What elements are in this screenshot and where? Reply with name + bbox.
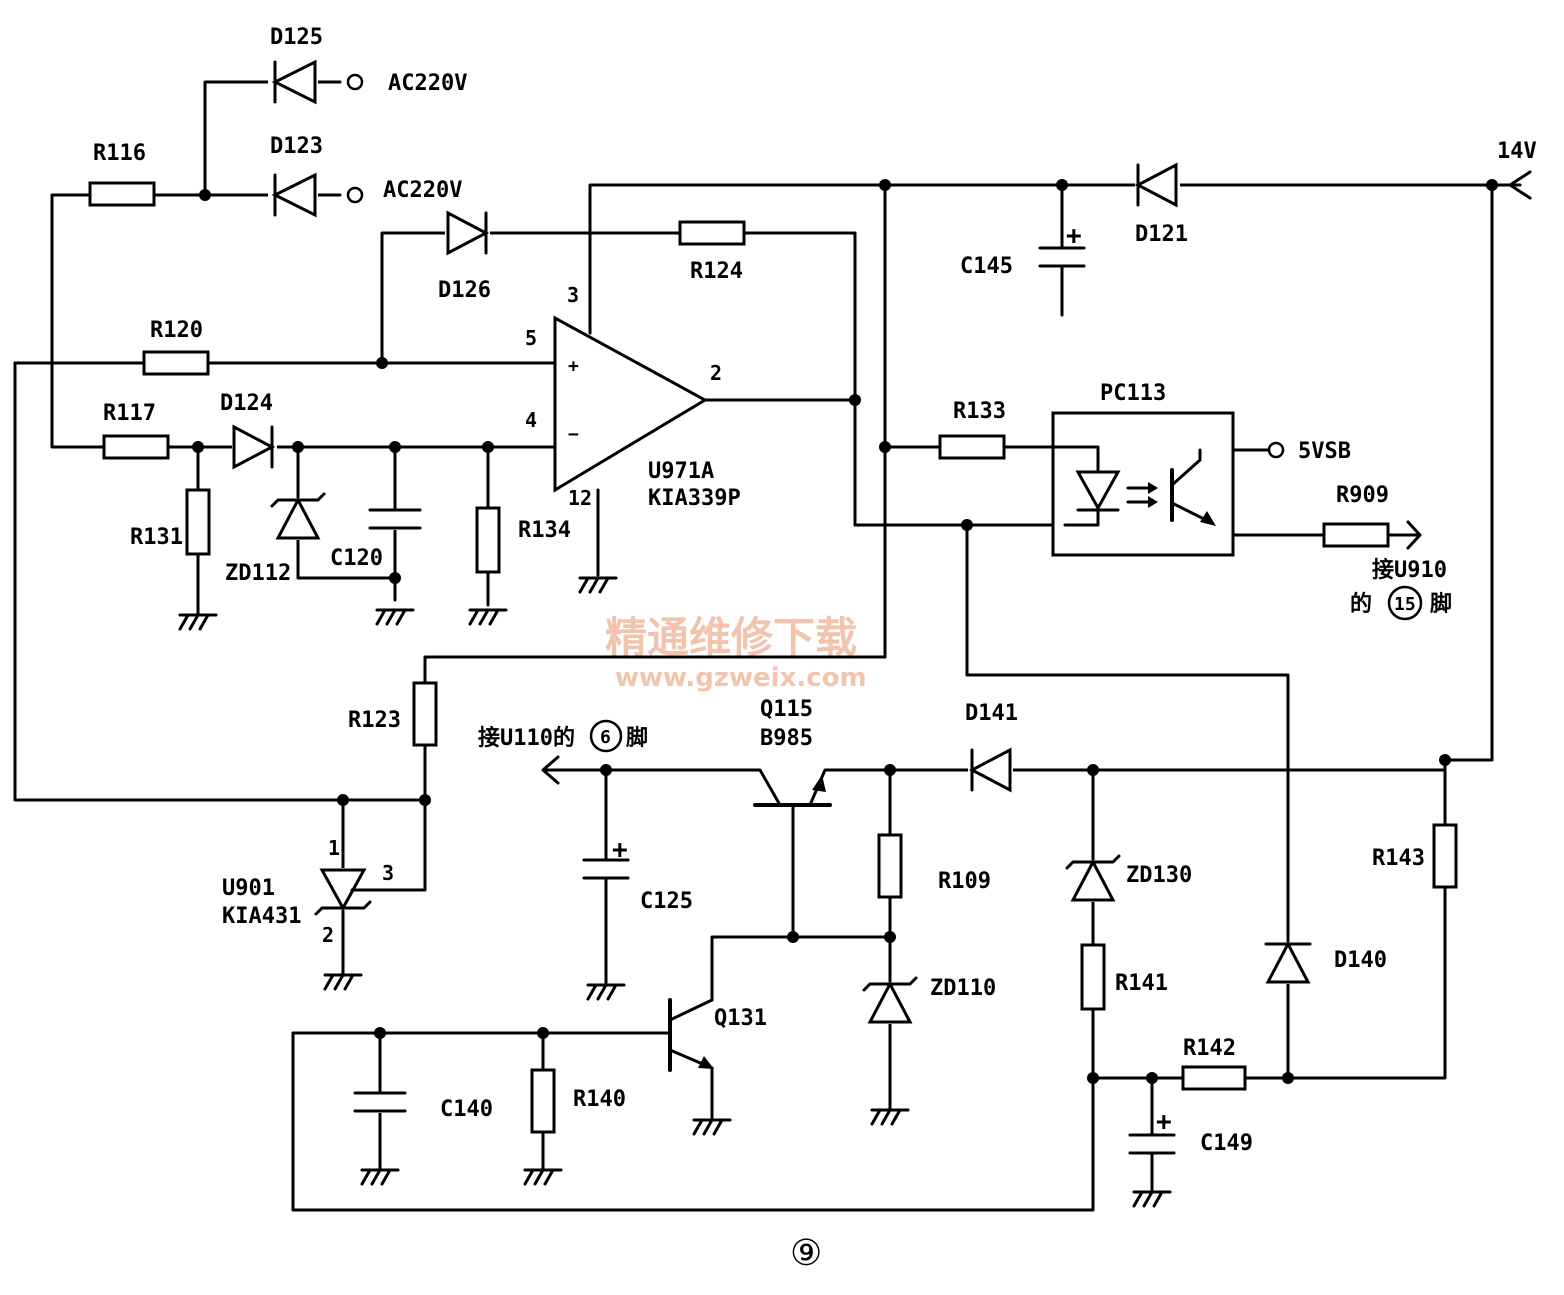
label-14v: 14V — [1497, 139, 1537, 164]
labels: D125 AC220V R116 D123 AC220V 14V D126 R1… — [93, 25, 1537, 1274]
label-c125: C125 — [640, 889, 693, 914]
diodes — [232, 59, 1312, 1024]
label-c120: C120 — [330, 546, 383, 571]
r143-resistor — [1432, 823, 1458, 889]
label-to-u110-pin: 6 — [600, 727, 611, 748]
label-r140: R140 — [573, 1087, 626, 1112]
label-ac220v-1: AC220V — [388, 71, 467, 96]
r134-resistor — [475, 506, 501, 574]
r133-resistor — [938, 434, 1006, 460]
vsb-terminal — [1267, 441, 1285, 459]
label-b985: B985 — [760, 726, 813, 751]
svg-text:+: + — [612, 835, 628, 865]
watermark-cn: 精通维修下载 — [605, 613, 857, 662]
label-c149: C149 — [1200, 1131, 1253, 1156]
svg-text:+: + — [1156, 1107, 1172, 1137]
u910-arrow — [1398, 520, 1422, 550]
pin-2: 2 — [710, 361, 722, 385]
label-d121: D121 — [1135, 222, 1188, 247]
label-r133: R133 — [953, 399, 1006, 424]
r109-resistor — [877, 833, 903, 899]
opamp-minus: − — [568, 424, 579, 445]
label-d141: D141 — [965, 701, 1018, 726]
label-zd130: ZD130 — [1126, 863, 1192, 888]
figure-number: ⑨ — [790, 1233, 822, 1274]
svg-text:+: + — [1066, 221, 1082, 251]
label-r116: R116 — [93, 141, 146, 166]
label-pc113: PC113 — [1100, 381, 1166, 406]
pin-12: 12 — [568, 486, 592, 510]
label-to-u110-end: 脚 — [626, 726, 648, 751]
r140-resistor — [530, 1068, 556, 1134]
label-c140: C140 — [440, 1097, 493, 1122]
transistor-q115 — [753, 775, 832, 807]
label-zd112: ZD112 — [225, 561, 291, 586]
label-u971a: U971A — [648, 459, 714, 484]
r123-resistor — [412, 681, 438, 747]
pin-5: 5 — [525, 326, 537, 350]
u901-pin-1: 1 — [328, 836, 340, 860]
r141-resistor — [1080, 943, 1106, 1011]
label-r143: R143 — [1372, 846, 1425, 871]
resistors — [88, 181, 1458, 1134]
label-q115: Q115 — [760, 697, 813, 722]
label-r142: R142 — [1183, 1036, 1236, 1061]
label-r909: R909 — [1336, 483, 1389, 508]
capacitors: + + + — [353, 221, 1176, 1155]
pin-6-circle — [589, 719, 623, 753]
wires — [13, 80, 1494, 1212]
junctions — [192, 179, 1498, 1084]
pin-3: 3 — [567, 283, 579, 307]
label-c145: C145 — [960, 254, 1013, 279]
r131-resistor — [185, 488, 211, 556]
label-r120: R120 — [150, 318, 203, 343]
optocoupler-pc113 — [1002, 411, 1235, 557]
label-5vsb: 5VSB — [1298, 439, 1351, 464]
label-d126: D126 — [438, 278, 491, 303]
label-to-u910: 接U910 — [1372, 558, 1447, 583]
label-r134: R134 — [518, 518, 571, 543]
pin-4: 4 — [525, 408, 537, 432]
watermark-url: www.gzweix.com — [615, 663, 867, 693]
u110-arrow — [541, 755, 560, 785]
r124-resistor — [678, 220, 746, 246]
label-d125: D125 — [270, 25, 323, 50]
transistor-q131 — [668, 998, 714, 1072]
label-d140: D140 — [1334, 948, 1387, 973]
label-d123: D123 — [270, 134, 323, 159]
r120-resistor — [142, 350, 210, 376]
r117-resistor — [102, 434, 170, 460]
label-r131: R131 — [130, 525, 183, 550]
pin-numbers: 3 5 4 2 12 1 3 2 — [322, 283, 722, 947]
label-r109: R109 — [938, 869, 991, 894]
r116-resistor — [88, 181, 156, 207]
label-r123: R123 — [348, 708, 401, 733]
r142-resistor — [1181, 1065, 1247, 1091]
label-kia339p: KIA339P — [648, 486, 741, 511]
pin-15-circle — [1387, 585, 1423, 621]
op-amp-u971a: + − — [553, 315, 709, 493]
label-ac220v-2: AC220V — [383, 178, 462, 203]
label-r124: R124 — [690, 259, 743, 284]
label-d124: D124 — [220, 391, 273, 416]
u901-pin-3: 3 — [382, 861, 394, 885]
label-zd110: ZD110 — [930, 976, 996, 1001]
ac-terminal-1 — [346, 73, 364, 91]
label-kia431: KIA431 — [222, 904, 301, 929]
ac-terminal-2 — [346, 186, 364, 204]
r909-resistor — [1322, 522, 1390, 548]
label-r117: R117 — [103, 401, 156, 426]
label-to-u910-end: 脚 — [1430, 592, 1452, 617]
label-to-u910-pin: 15 — [1394, 594, 1416, 615]
label-to-u110: 接U110的 — [478, 725, 575, 751]
label-q131: Q131 — [714, 1006, 767, 1031]
label-u901: U901 — [222, 876, 275, 901]
label-r141: R141 — [1115, 971, 1168, 996]
label-to-u910-de: 的 — [1350, 591, 1372, 617]
shunt-regulator-u901 — [314, 868, 372, 916]
opamp-plus: + — [568, 356, 579, 377]
u901-pin-2: 2 — [322, 923, 334, 947]
